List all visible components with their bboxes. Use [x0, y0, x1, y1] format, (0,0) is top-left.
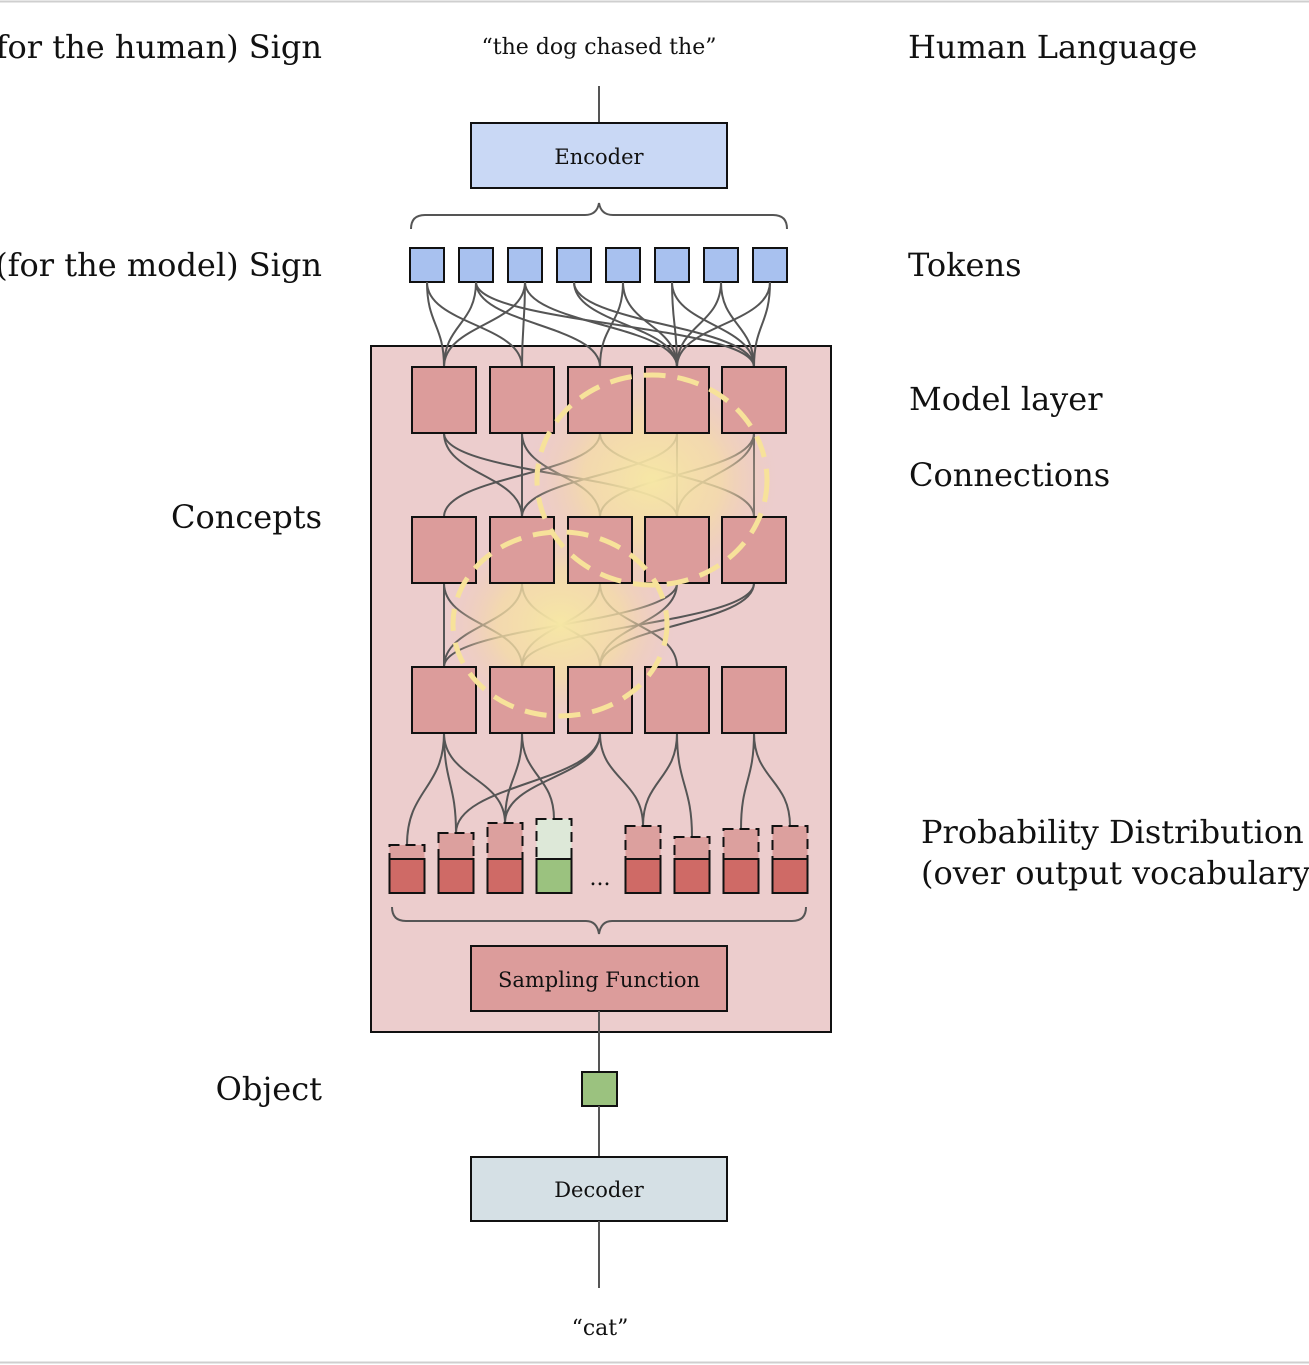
label-tokens: Tokens — [908, 246, 1021, 284]
token-connection-12 — [671, 281, 755, 368]
probability-bar-5 — [624, 825, 662, 860]
token-connection-7 — [573, 281, 678, 368]
token-connection-13 — [676, 281, 722, 368]
token-connection-15 — [753, 281, 771, 368]
token-8 — [752, 247, 788, 283]
label-object: Object — [216, 1070, 323, 1108]
probability-bars — [388, 818, 809, 894]
token-7 — [703, 247, 739, 283]
encoder-box — [470, 122, 728, 189]
sampling-function-label: Sampling Function — [498, 968, 700, 992]
vocab-ellipsis: ... — [590, 866, 611, 891]
sampling-function-box — [470, 945, 728, 1012]
probability-bar-base-3 — [486, 858, 524, 894]
tokens-brace — [410, 202, 788, 230]
input-text: “the dog chased the” — [482, 35, 717, 60]
token-connection-4 — [475, 281, 601, 368]
node-layer3-3 — [567, 666, 633, 734]
token-1 — [409, 247, 445, 283]
probability-bar-base-8 — [771, 858, 809, 894]
output-connection-10 — [676, 732, 693, 838]
node-layer2-4 — [644, 516, 710, 584]
token-5 — [605, 247, 641, 283]
label-connections: Connections — [909, 456, 1110, 494]
token-3 — [507, 247, 543, 283]
activation-outline-group — [450, 372, 770, 719]
output-connection-2 — [443, 732, 457, 834]
probability-bar-base-5 — [624, 858, 662, 894]
decoder-label: Decoder — [554, 1178, 645, 1202]
probability-bar-base-2 — [437, 858, 475, 894]
distribution-brace — [391, 906, 807, 935]
output-connection-8 — [599, 732, 644, 827]
probability-bar-7 — [722, 828, 760, 860]
output-connection-9 — [642, 732, 678, 827]
token-6 — [654, 247, 690, 283]
probability-bar-2 — [437, 832, 475, 860]
node-layer3-5 — [721, 666, 787, 734]
label-human-sign: (for the human) Sign — [0, 28, 322, 66]
label-output-vocabulary: (over output vocabulary) — [921, 854, 1309, 892]
token-connection-16 — [676, 281, 771, 368]
token-connection-18 — [524, 281, 678, 368]
activation-glow-lower — [445, 524, 675, 724]
probability-bar-base-7 — [722, 858, 760, 894]
node-layer3-4 — [644, 666, 710, 734]
node-layer1-4 — [644, 366, 710, 434]
probability-bar-1 — [388, 844, 426, 860]
probability-bar-base-1 — [388, 858, 426, 894]
token-connection-5 — [521, 281, 526, 368]
token-connection-3 — [443, 281, 477, 368]
label-probability-distribution: Probability Distribution — [921, 813, 1304, 851]
token-2 — [458, 247, 494, 283]
activation-outline-upper — [534, 372, 770, 588]
model-nodes — [411, 366, 787, 734]
node-layer2-3 — [567, 516, 633, 584]
probability-bar-base-6 — [673, 858, 711, 894]
output-connection-4 — [504, 732, 523, 824]
probability-bar-6 — [673, 836, 711, 860]
node-layer2-2 — [489, 516, 555, 584]
node-layer1-2 — [489, 366, 555, 434]
sampled-token — [581, 1071, 618, 1107]
label-model-sign: (for the model) Sign — [0, 246, 322, 284]
decoder-box — [470, 1156, 728, 1222]
token-connection-10 — [622, 281, 678, 368]
node-layer1-5 — [721, 366, 787, 434]
node-layer3-1 — [411, 666, 477, 734]
token-connection-8 — [573, 281, 755, 368]
output-connection-3 — [443, 732, 506, 824]
tokens-group — [409, 247, 788, 283]
label-concepts: Concepts — [171, 498, 322, 536]
probability-bar-4 — [535, 818, 573, 860]
token-connection-1 — [426, 281, 445, 368]
output-connection-12 — [753, 732, 791, 827]
token-connection-14 — [720, 281, 755, 368]
label-human-language: Human Language — [908, 28, 1197, 66]
encoder-label: Encoder — [554, 145, 644, 169]
node-layer1-1 — [411, 366, 477, 434]
token-connection-11 — [671, 281, 678, 368]
node-layer2-1 — [411, 516, 477, 584]
token-connection-6 — [443, 281, 526, 368]
probability-bar-base-4 — [535, 858, 573, 894]
token-connection-17 — [475, 281, 755, 368]
probability-bar-3 — [486, 822, 524, 860]
output-connection-7 — [504, 732, 601, 824]
layer12-connection-1 — [443, 432, 523, 518]
output-connection-11 — [740, 732, 755, 830]
output-connection-5 — [521, 732, 555, 820]
probability-bar-8 — [771, 825, 809, 860]
token-connection-2 — [426, 281, 523, 368]
output-text: “cat” — [572, 1316, 629, 1341]
label-model-layer: Model layer — [909, 380, 1103, 418]
token-4 — [556, 247, 592, 283]
output-connection-1 — [406, 732, 445, 846]
activation-outline-lower — [450, 529, 670, 719]
